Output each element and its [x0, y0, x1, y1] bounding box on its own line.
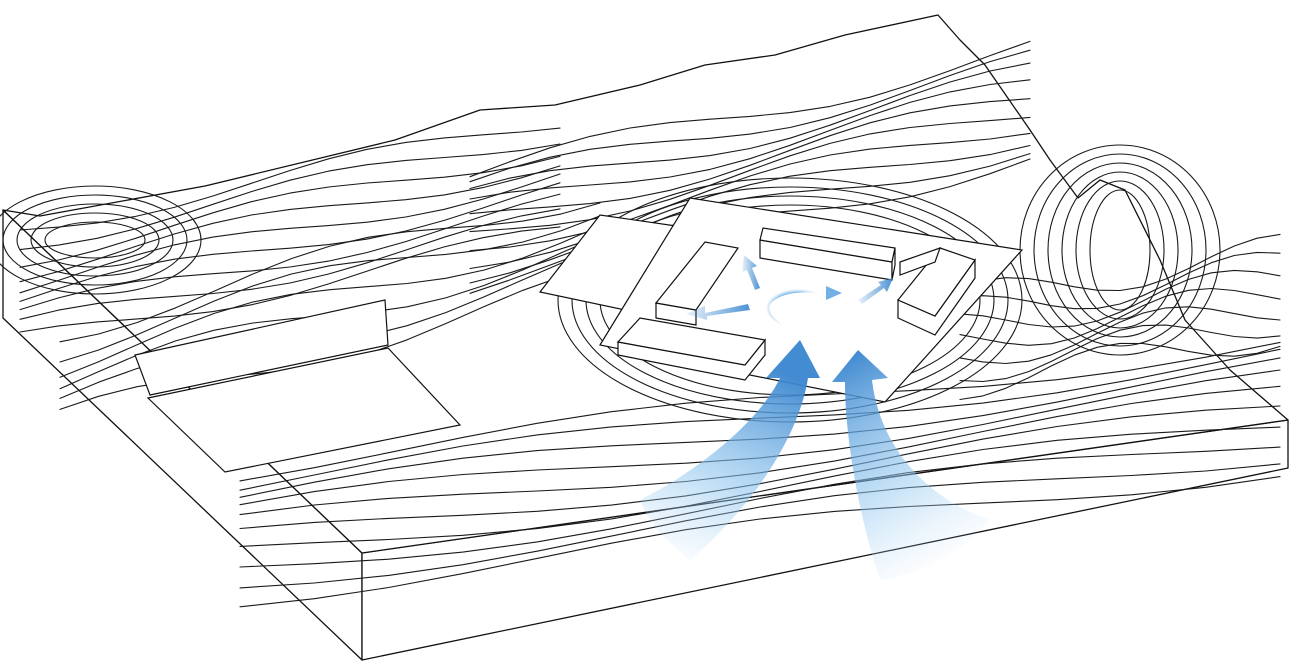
contour-line: [959, 287, 1281, 346]
contour-line: [19, 155, 561, 268]
buildings: [134, 227, 976, 473]
wind-arrow-icon: [858, 278, 893, 304]
contour-line: [19, 182, 561, 302]
wind-arrow-icon: [640, 340, 820, 560]
contour-line: [959, 342, 1281, 401]
wind-arrow-icon: [742, 255, 760, 290]
building-east-wing: [899, 247, 941, 276]
contour-loop: [16, 203, 174, 277]
contour-line: [959, 233, 1281, 292]
contour-line: [469, 79, 1031, 200]
contour-loop: [30, 212, 160, 268]
contour-line: [959, 306, 1281, 365]
building-south: [616, 317, 767, 366]
contour-line: [239, 426, 1281, 547]
contour-loop: [2, 194, 188, 286]
contour-line: [469, 132, 1031, 252]
contour-line: [19, 165, 561, 283]
contour-line: [239, 476, 1281, 608]
contour-line: [59, 202, 601, 343]
wind-flows: [640, 255, 990, 580]
swirl-arrow-icon: [761, 284, 832, 332]
contour-line: [469, 62, 1031, 190]
contour-line: [469, 116, 1031, 233]
contour-line: [19, 127, 561, 231]
contour-loop: [1089, 189, 1151, 311]
contour-line: [959, 251, 1281, 310]
contour-line: [959, 269, 1281, 328]
contour-loop: [1061, 171, 1179, 329]
contour-line: [469, 49, 1031, 183]
building-west: [654, 241, 740, 311]
building-north-end: [891, 247, 896, 281]
wind-arrow-icon: [686, 304, 750, 320]
contour-line: [239, 341, 1281, 482]
contour-line: [19, 208, 561, 320]
terrace-lower-a: [134, 299, 389, 396]
contour-line: [19, 173, 561, 294]
terrace-lower-b: [146, 347, 462, 473]
contour-loop: [44, 221, 146, 259]
contour-line: [469, 40, 1031, 178]
contour-loop: [1075, 180, 1165, 320]
contour-line: [19, 226, 561, 333]
contour-loop: [0, 185, 202, 295]
contour-line: [469, 98, 1031, 215]
contour-line: [469, 144, 1031, 270]
contour-line: [19, 143, 561, 251]
contour-line: [59, 215, 601, 363]
contour-line: [239, 446, 1281, 568]
contour-loop: [1033, 153, 1207, 347]
contour-line: [239, 463, 1281, 589]
contour-line: [19, 193, 561, 311]
contour-loop: [1047, 162, 1193, 338]
contour-line: [959, 324, 1281, 383]
swirl-arrow-icon: [826, 286, 842, 300]
wind-arrow-icon: [832, 350, 990, 580]
